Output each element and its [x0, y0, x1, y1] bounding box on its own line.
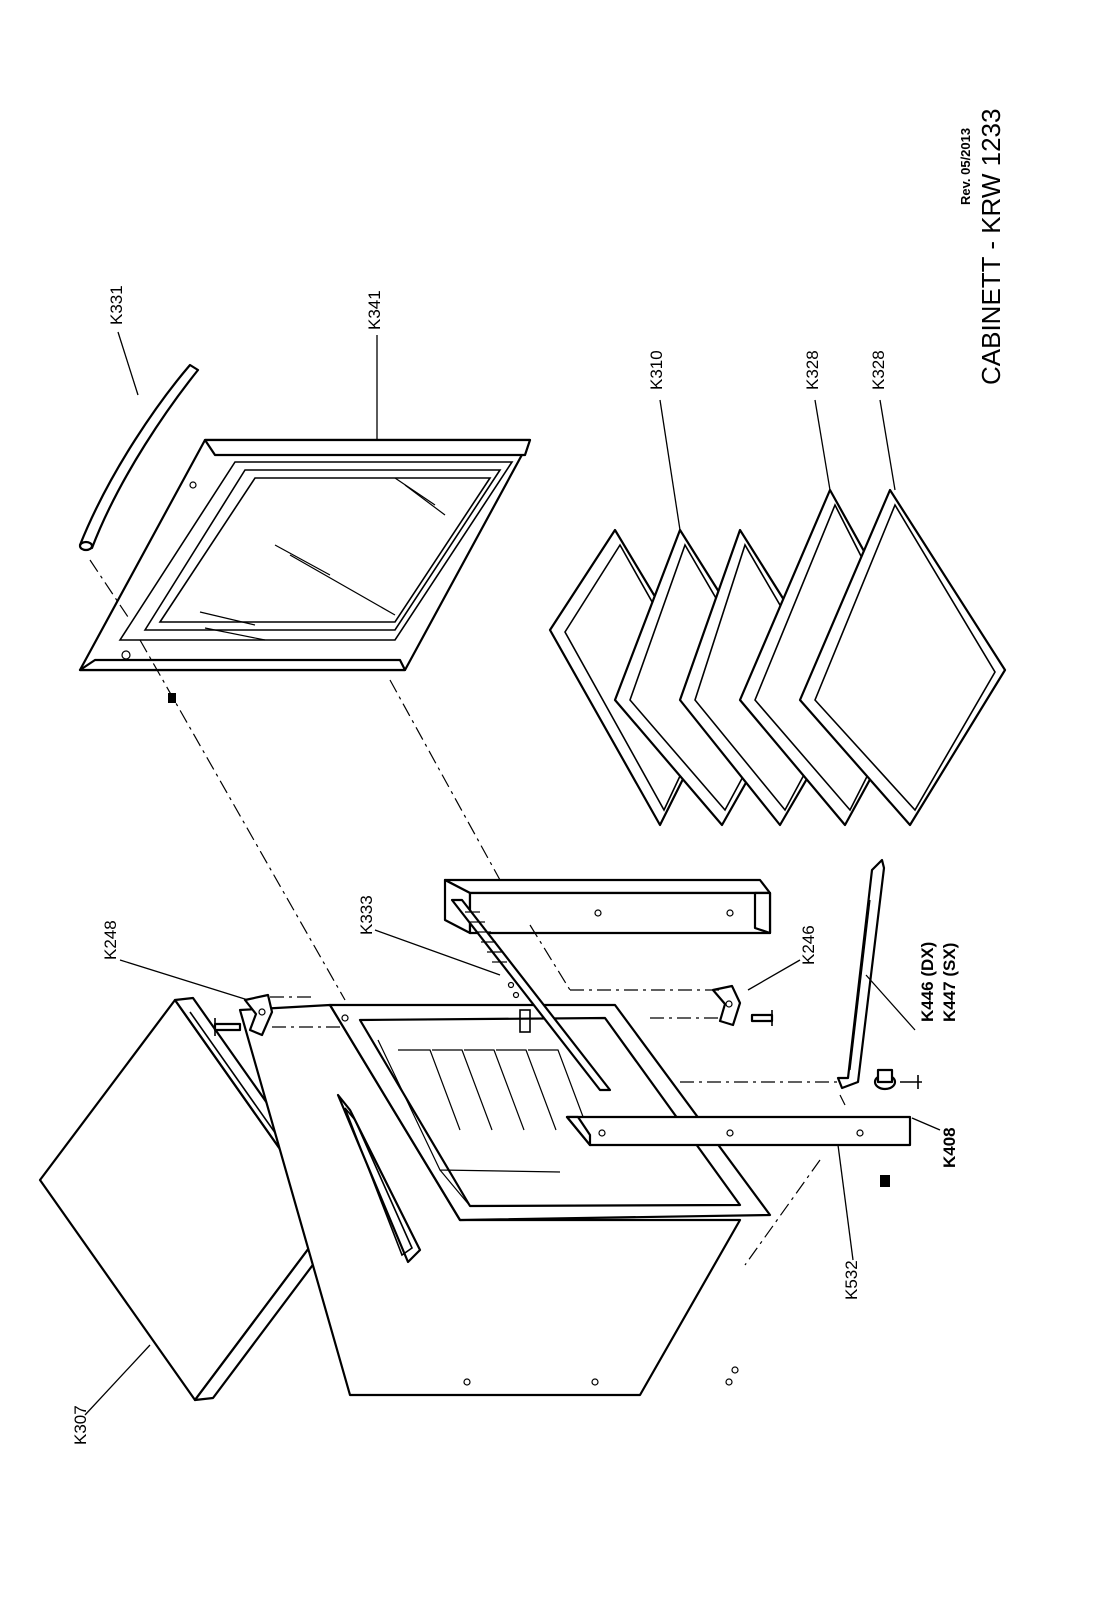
top-panel-k307: [38, 996, 350, 1402]
label-k310: K310: [647, 350, 666, 390]
label-k328-second: K328: [869, 350, 888, 390]
label-k248: K248: [101, 920, 120, 960]
revision-text: Rev. 05/2013: [958, 128, 973, 205]
label-k408: K408: [940, 1127, 959, 1168]
shelf-k328-2: [798, 488, 1007, 827]
label-k532: K532: [842, 1260, 861, 1300]
handle-k446-k447: [836, 858, 886, 1090]
leader-lines: [84, 331, 941, 1416]
label-k447-sx: K447 (SX): [940, 943, 959, 1022]
hinge-k248: [213, 993, 274, 1037]
hinge-k246: [711, 984, 774, 1027]
front-frame-k532: [565, 1115, 912, 1147]
front-frame-k333: [443, 878, 772, 1092]
cabinet-body: [238, 1003, 772, 1397]
label-k307: K307: [71, 1405, 90, 1445]
label-k446-dx: K446 (DX): [918, 942, 937, 1022]
label-k328-first: K328: [803, 350, 822, 390]
vent-slots: [465, 911, 507, 963]
drawing-title: CABINETT - KRW 1233: [976, 109, 1006, 385]
shelf-rails: [398, 1049, 589, 1131]
label-k246: K246: [799, 925, 818, 965]
strip-k331: [78, 363, 200, 552]
assembly-lines: [89, 559, 846, 1266]
title-block: Rev. 05/2013 CABINETT - KRW 1233: [958, 109, 1006, 385]
label-k331: K331: [107, 285, 126, 325]
label-k333: K333: [357, 895, 376, 935]
door-k341: [78, 438, 532, 672]
label-k341: K341: [365, 290, 384, 330]
part-labels: K307 K248 K333 K246 K446 (DX) K447 (SX) …: [71, 285, 959, 1445]
foot-k408: [873, 1068, 922, 1091]
screws: [168, 693, 890, 1187]
